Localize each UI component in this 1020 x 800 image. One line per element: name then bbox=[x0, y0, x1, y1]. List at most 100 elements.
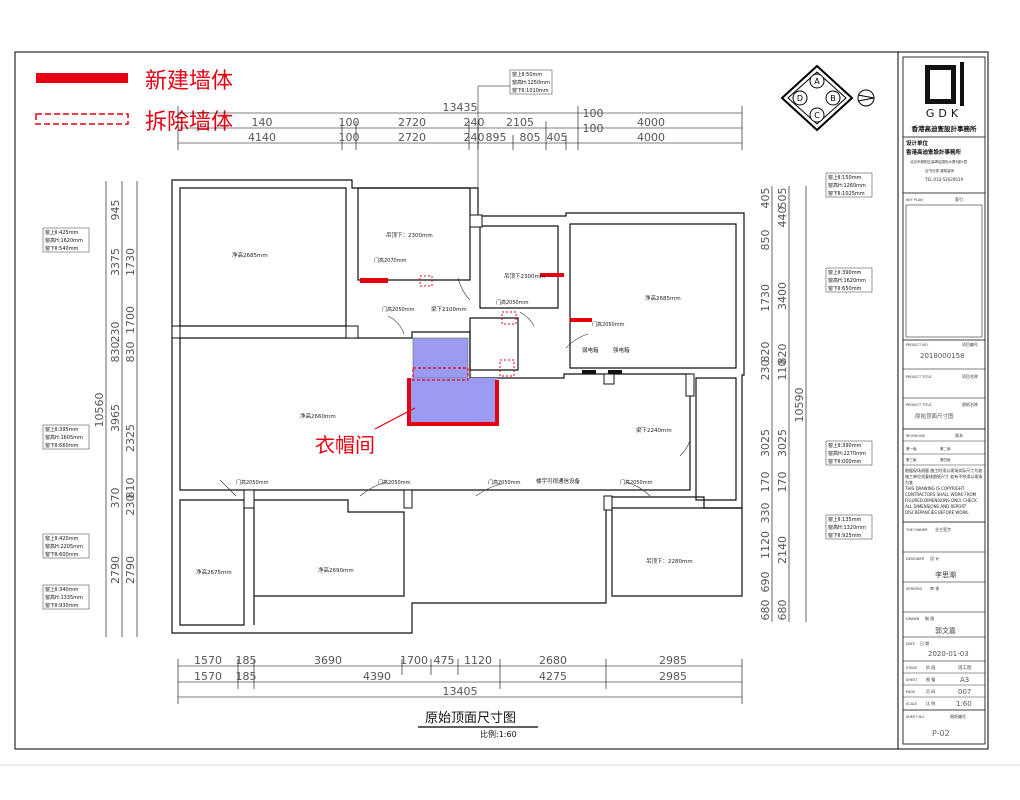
svg-text:窗下Ⅱ:930mm: 窗下Ⅱ:930mm bbox=[45, 602, 79, 609]
svg-text:窗高H:1335mm: 窗高H:1335mm bbox=[45, 594, 83, 601]
svg-text:窗下Ⅱ:1025mm: 窗下Ⅱ:1025mm bbox=[828, 190, 865, 197]
dim-text: 945 bbox=[109, 200, 122, 221]
legend-removed-wall: 拆除墙体 bbox=[145, 110, 233, 135]
tb-notes: 根据现场测量 施工时须以现场实际尺寸为准 施工单位须复核图纸尺寸 若有不符须以现… bbox=[905, 468, 983, 485]
tb-label: 项目编号 bbox=[962, 341, 978, 347]
door-label: 门高2050mm bbox=[382, 306, 415, 313]
dim-text: 1730 bbox=[759, 284, 772, 312]
left-dimensions bbox=[105, 181, 138, 637]
dim-text: 4390 bbox=[363, 670, 391, 683]
closet-upper-fill bbox=[412, 337, 469, 379]
removed-wall-swatch bbox=[35, 113, 129, 125]
tb-row: 第四版 bbox=[940, 457, 951, 462]
dim-text: 475 bbox=[434, 654, 455, 667]
tb-label: PAGE bbox=[906, 690, 915, 694]
bottom-dims-row2: 1570 185 4390 4275 2985 bbox=[194, 670, 687, 683]
dim-text: 680 bbox=[776, 600, 789, 621]
dim-text: 2720 bbox=[398, 116, 426, 129]
new-wall-segment bbox=[570, 318, 592, 322]
dim-text: 1700 bbox=[400, 654, 428, 667]
right-overall-dim: 10590 bbox=[793, 388, 806, 423]
tb-value: 证书分类 建筑装饰 bbox=[925, 168, 955, 173]
removed-wall-segment bbox=[501, 311, 517, 325]
svg-text:窗下Ⅱ:600mm: 窗下Ⅱ:600mm bbox=[45, 551, 79, 558]
tb-label: SHEET bbox=[906, 678, 918, 682]
removed-wall-segment bbox=[499, 359, 515, 377]
compass-b: B bbox=[830, 94, 836, 103]
dim-text: 2720 bbox=[398, 131, 426, 144]
tb-label: 索引 bbox=[955, 196, 963, 202]
room-label: 净高2675mm bbox=[196, 568, 232, 576]
room-label: 吊顶下2300mm bbox=[504, 273, 545, 280]
svg-text:窗上Ⅱ:135mm: 窗上Ⅱ:135mm bbox=[828, 516, 862, 523]
svg-text:窗上Ⅱ:390mm: 窗上Ⅱ:390mm bbox=[828, 269, 862, 276]
removed-wall-closet bbox=[412, 367, 469, 381]
tb-label: 审 核 bbox=[930, 585, 939, 591]
dim-text: 4000 bbox=[637, 116, 665, 129]
dim-text: 3400 bbox=[776, 282, 789, 310]
tb-label: SCALE bbox=[906, 702, 917, 706]
tb-value: 2018000158 bbox=[920, 352, 965, 360]
tb-label: PROJECT NO. bbox=[906, 343, 929, 347]
columns bbox=[171, 214, 695, 511]
door-label: 门高2050mm bbox=[496, 299, 529, 306]
tb-label: 图纸名称 bbox=[962, 401, 978, 407]
dim-text: 830 bbox=[109, 342, 122, 363]
dim-text: 3965 bbox=[109, 404, 122, 432]
dim-text: 100 bbox=[339, 116, 360, 129]
right-dims-row2: 505 440 3400 820 110 3025 170 2140 680 bbox=[776, 188, 789, 621]
room-label: 梁下2240mm bbox=[636, 426, 672, 434]
top-dims-row2: 4140 100 2720 240 895 805 405 4000 bbox=[248, 131, 665, 144]
dim-text: 4000 bbox=[637, 131, 665, 144]
door-label: 门高2050mm bbox=[620, 479, 653, 486]
svg-text:窗上Ⅱ:50mm: 窗上Ⅱ:50mm bbox=[512, 71, 542, 78]
room-label: 梁下2100mm bbox=[431, 305, 467, 313]
annotation-leader bbox=[374, 407, 416, 430]
dim-text: 2790 bbox=[124, 556, 137, 584]
room-label: 吊顶下：2280mm bbox=[646, 558, 693, 565]
svg-text:窗下Ⅱ:540mm: 窗下Ⅱ:540mm bbox=[45, 245, 79, 252]
dim-text: 110 bbox=[776, 360, 789, 381]
closet-lower-fill bbox=[409, 378, 497, 422]
tb-value: 原始顶面尺寸图 bbox=[915, 412, 954, 420]
left-dims-row1: 945 3375 230 830 3965 370 2790 bbox=[109, 200, 122, 585]
new-wall-swatch bbox=[36, 73, 128, 83]
tb-value: 007 bbox=[958, 688, 971, 696]
tb-label: KEY PLAN bbox=[906, 198, 923, 202]
room-label: 净高2685mm bbox=[232, 251, 268, 259]
door-label: 门高2050mm bbox=[378, 479, 411, 486]
tb-label: PROJECT TITLE bbox=[906, 403, 932, 407]
svg-text:窗下Ⅱ:000mm: 窗下Ⅱ:000mm bbox=[828, 458, 862, 465]
tb-label: 业主签字 bbox=[935, 526, 951, 532]
bottom-dimensions bbox=[177, 659, 743, 704]
dim-text: 185 bbox=[236, 654, 257, 667]
dim-text: 240 bbox=[464, 116, 485, 129]
tb-row: 第二版 bbox=[940, 446, 951, 451]
dim-text: 2105 bbox=[506, 116, 534, 129]
dim-text: 170 bbox=[759, 472, 772, 493]
dim-text: 185 bbox=[236, 670, 257, 683]
room-label: 净高2660mm bbox=[300, 412, 336, 420]
svg-text:窗上Ⅱ:420mm: 窗上Ⅱ:420mm bbox=[45, 535, 79, 542]
door-label: 门高2050mm bbox=[236, 479, 269, 486]
door-label: 门高2050mm bbox=[488, 479, 521, 486]
svg-text:窗上Ⅱ:340mm: 窗上Ⅱ:340mm bbox=[45, 586, 79, 593]
dim-text: 805 bbox=[520, 131, 541, 144]
dim-text: 405 bbox=[759, 188, 772, 209]
tb-value: 香港高迪愙設計事務所 bbox=[906, 148, 962, 156]
tb-label: 项目名称 bbox=[962, 373, 978, 379]
tb-label: 日 期 bbox=[920, 640, 929, 646]
dim-text: 3690 bbox=[314, 654, 342, 667]
top-dims-row1: 140 100 2720 240 2105 100 4000 100 bbox=[252, 107, 666, 135]
svg-text:窗下Ⅱ:660mm: 窗下Ⅱ:660mm bbox=[45, 442, 79, 449]
tb-label: THE OWNER bbox=[905, 528, 928, 532]
dim-text: 1120 bbox=[759, 531, 772, 559]
svg-text:窗上Ⅱ:425mm: 窗上Ⅱ:425mm bbox=[45, 229, 79, 236]
dim-text: 405 bbox=[547, 131, 568, 144]
tb-label: PROJECT TITLE bbox=[906, 375, 932, 379]
